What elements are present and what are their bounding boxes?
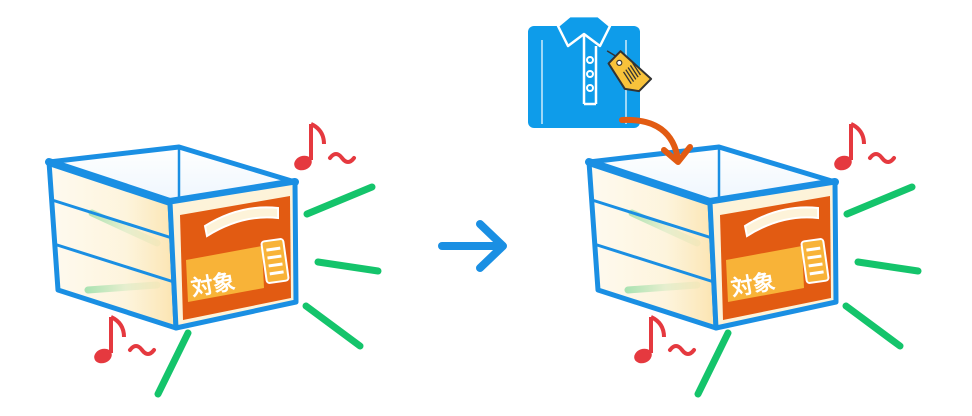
music-note-icon [94,315,156,364]
shirt-icon [528,14,640,128]
glow-line [854,258,922,275]
music-note-icon [294,122,356,171]
right-box-group: 対象 [585,122,922,398]
left-box-group: 対象 [45,122,382,398]
storage-box-icon: 対象 [585,144,839,331]
glow-line [843,183,916,218]
glow-line [302,302,364,350]
right-arrow-icon [438,220,507,272]
drop-arrow-icon [619,116,693,165]
glow-line [314,258,382,275]
glow-line [303,183,376,218]
glow-line [154,329,192,398]
storage-box-icon: 対象 [45,144,299,331]
price-tag-icon [606,50,653,93]
music-note-icon [634,315,696,364]
glow-line [694,329,732,398]
music-note-icon [834,122,896,171]
glow-line [842,302,904,350]
